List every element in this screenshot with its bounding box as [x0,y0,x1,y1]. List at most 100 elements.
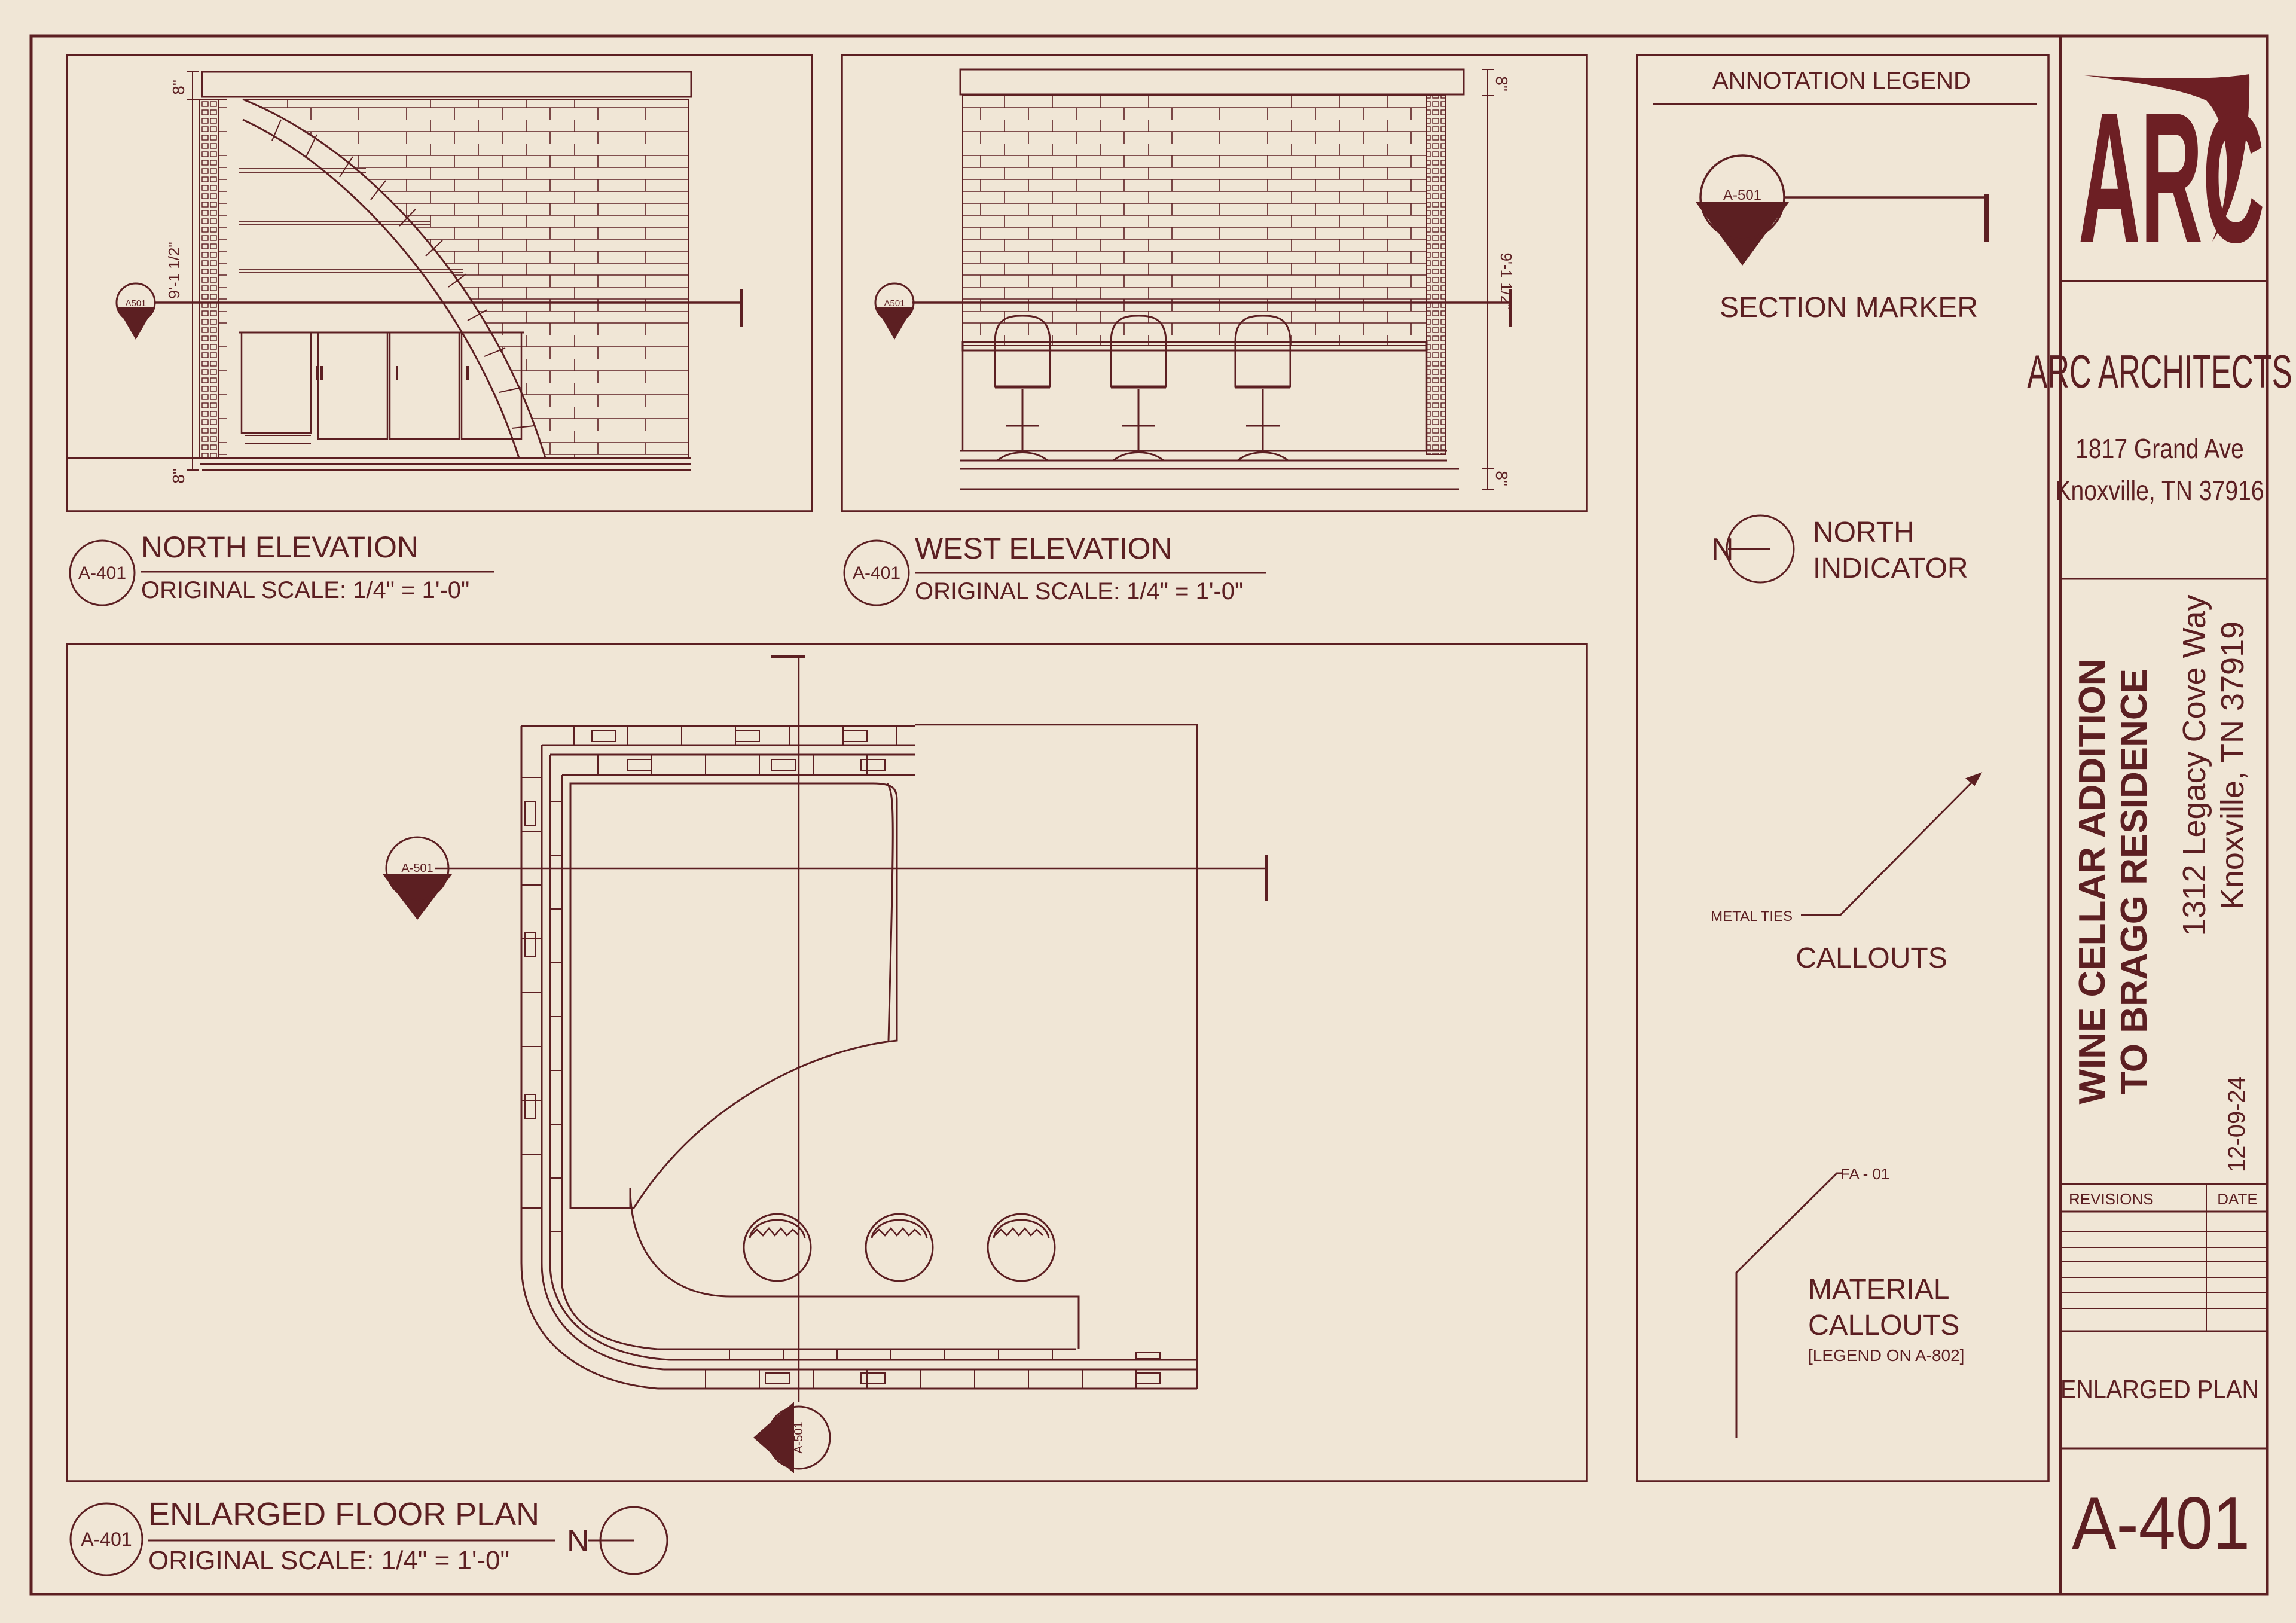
floor-plan-section-marker-left: A-501 [383,836,452,920]
floor-plan-stool-3 [987,1213,1056,1282]
west-elevation-dim-top: 8" [1492,76,1511,91]
west-elevation-frame [841,54,1588,512]
floor-plan-view-tag: A-401 [81,1529,132,1550]
floor-plan-wall-left [520,726,563,1286]
west-elevation-dimension-line [1482,69,1494,490]
sheet-number: A-401 [2072,1482,2250,1565]
title-block: ARC ARC ARCHITECTS 1817 Grand Ave Knoxvi… [2027,36,2292,1594]
legend-material-leader-line [1735,1172,1843,1438]
west-elevation-brick-wall [962,95,1427,346]
north-elevation-frame [66,54,813,512]
floor-plan-view-tag-circle [69,1502,144,1576]
legend-frame [1636,54,2050,1482]
north-elevation-dimension-line [187,71,199,471]
north-elevation-arch-ribs [271,119,535,429]
revisions-label: REVISIONS [2069,1190,2154,1208]
floor-plan-wall-curve [520,1262,670,1390]
legend-material-tag: FA - 01 [1840,1165,1889,1183]
project-title-1: WINE CELLAR ADDITION [2072,658,2113,1104]
legend-callout-arrowhead [1965,772,1983,786]
north-elevation-arch-inner [242,118,520,459]
north-elevation-floor [67,457,691,471]
sheet-title: ENLARGED PLAN [2060,1374,2259,1404]
floor-plan-stool-2 [865,1213,934,1282]
north-elevation: 8" 9'-1 1/2" 8" A501 A-401 NORTH ELEVATI… [66,54,813,606]
north-elevation-section-marker: A501 [115,282,156,340]
north-elevation-base [245,435,311,444]
west-elevation-stool-2 [1110,315,1167,462]
legend-callout-example: METAL TIES [1711,908,1793,925]
legend-material-line2: CALLOUTS [1808,1310,1959,1341]
revisions-date-label: DATE [2217,1190,2257,1208]
floor-plan-wine-rack [569,782,898,1209]
legend-north-indicator-icon [1726,514,1795,584]
floor-plan-scale: ORIGINAL SCALE: 1/4" = 1'-0" [148,1546,509,1575]
west-elevation-scale: ORIGINAL SCALE: 1/4" = 1'-0" [915,578,1243,605]
north-elevation-scale: ORIGINAL SCALE: 1/4" = 1'-0" [141,577,469,603]
west-elevation-dim-height: 9'-1 1/2" [1497,252,1515,309]
floor-plan-section-marker-bottom: A-501 [753,1402,831,1473]
legend-title: ANNOTATION LEGEND [1712,68,1971,94]
floor-plan-room-outline [915,724,1198,1389]
legend-north-line1: NORTH [1813,517,1915,548]
floor-plan-wall-top [521,725,915,776]
north-elevation-dim-top: 8" [169,80,188,95]
project-title-2: TO BRAGG RESIDENCE [2114,669,2155,1094]
north-elevation-arch-outer [242,98,546,459]
arc-logo: ARC [2078,74,2265,282]
floor-plan-block-lines [521,726,1137,1389]
project-site-1: 1312 Legacy Cove Way [2176,594,2212,936]
west-elevation-stool-3 [1234,315,1292,462]
west-elevation-view-tag: A-401 [853,563,900,583]
legend-callout-leader [1801,777,1977,916]
floor-plan-section-tag-left: A-501 [401,862,433,875]
floor-plan-stool-1 [743,1213,812,1282]
floor-plan-tie-markers [524,730,1161,1384]
north-elevation-arch-fill [227,99,545,458]
floor-plan: A-501 A-501 A-401 ENLARGED FLOOR PLAN OR… [66,643,1588,1576]
annotation-legend: ANNOTATION LEGEND A-501 SECTION MARKER N… [1636,54,2050,1482]
west-elevation-title: WEST ELEVATION [915,532,1173,565]
revisions-table [2060,1184,2267,1331]
sheet-border [29,34,2269,1596]
west-elevation-section-tag: A501 [884,298,905,309]
west-elevation-section-marker: A501 [874,282,915,340]
legend-material-line1: MATERIAL [1808,1274,1949,1305]
floor-plan-counter [629,1187,1080,1349]
north-elevation-cabinet-handles [316,366,469,380]
west-elevation-dim-bottom: 8" [1492,471,1511,486]
north-elevation-view-tag-circle [69,539,136,606]
firm-name: ARC ARCHITECTS [2027,346,2292,397]
project-site-2: Knoxville, TN 37919 [2215,621,2251,910]
north-elevation-shelf-lines [239,168,463,273]
north-elevation-view-tag: A-401 [78,563,126,583]
west-elevation-view-tag-circle [843,539,910,606]
legend-section-tag: A-501 [1723,187,1761,203]
west-elevation: 8" 9'-1 1/2" 8" A501 A-401 WEST ELEVATIO… [841,54,1588,606]
floor-plan-rack-front [886,783,894,1041]
north-elevation-left-jamb [199,99,219,459]
west-elevation-parapet [959,68,1465,96]
legend-section-marker-icon: A-501 [1696,154,1989,266]
floor-plan-wall-bottom [658,1348,1197,1390]
firm-address-1: 1817 Grand Ave [2075,434,2244,465]
legend-section-marker-label: SECTION MARKER [1720,292,1978,324]
firm-address-2: Knoxville, TN 37916 [2055,475,2264,507]
west-elevation-right-jamb [1426,95,1446,455]
west-elevation-lower-wall [961,349,1428,452]
west-elevation-stool-1 [994,315,1051,462]
north-elevation-section-tag: A501 [125,298,146,309]
legend-north-line2: INDICATOR [1813,553,1968,584]
legend-callouts-label: CALLOUTS [1796,942,1947,974]
north-elevation-title: NORTH ELEVATION [141,530,419,564]
title-block-dividers [2060,280,2267,1450]
north-elevation-dim-bottom: 8" [169,468,188,484]
legend-material-note: [LEGEND ON A-802] [1808,1346,1964,1365]
west-elevation-floor [960,450,1459,490]
logo-text: ARC [2078,74,2265,282]
floor-plan-frame [66,643,1588,1482]
floor-plan-title: ENLARGED FLOOR PLAN [148,1496,539,1532]
north-elevation-parapet [201,71,692,98]
floor-plan-north-letter: N [567,1524,590,1558]
